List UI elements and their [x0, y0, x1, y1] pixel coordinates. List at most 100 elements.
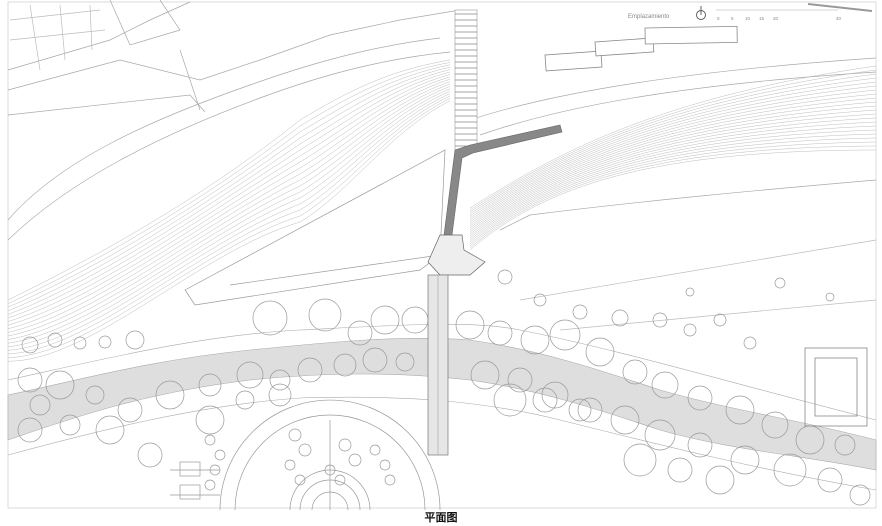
tree-canopy	[834, 434, 856, 456]
tree-canopy	[622, 359, 648, 385]
tree-canopy	[773, 453, 807, 487]
contour-line	[7, 88, 451, 344]
contour-line	[469, 93, 877, 223]
tree-canopy	[667, 457, 693, 483]
scale-tick-label: 15	[759, 16, 765, 21]
tree-canopy	[204, 434, 216, 446]
contour-line	[469, 89, 877, 221]
tree-canopy	[493, 383, 527, 417]
contour-line	[469, 81, 877, 217]
drawing-caption: 平面图	[424, 512, 458, 524]
contour-line	[7, 69, 451, 315]
contour-line	[469, 133, 877, 243]
tree-canopy	[549, 319, 581, 351]
tree-canopy	[652, 312, 668, 328]
tree-canopy	[17, 367, 43, 393]
contour-line	[469, 109, 877, 231]
tree-canopy	[198, 373, 222, 397]
scale-tick-label: 0	[717, 16, 720, 21]
contour-line	[469, 117, 877, 235]
circular-garden	[170, 399, 441, 510]
tree-canopy	[125, 330, 145, 350]
tree-canopy	[623, 443, 657, 477]
tree-canopy	[507, 367, 533, 393]
tree-canopy	[725, 395, 755, 425]
tree-canopy	[85, 385, 105, 405]
contour-line	[7, 59, 451, 301]
tree-canopy	[743, 336, 757, 350]
tree-canopy	[268, 383, 292, 407]
tree-canopy	[308, 298, 342, 332]
tree-canopy	[683, 323, 697, 337]
tree-canopy	[117, 397, 143, 423]
tree-canopy	[45, 370, 75, 400]
contour-line	[469, 85, 877, 219]
road-curve	[7, 37, 441, 221]
tree-canopy	[59, 414, 81, 436]
contour-line	[469, 105, 877, 229]
bridge	[427, 124, 563, 456]
tree-canopy	[541, 381, 569, 409]
tree-canopy	[585, 337, 615, 367]
trees	[17, 269, 871, 506]
drawing-frame	[7, 1, 877, 509]
tree-canopy	[324, 464, 336, 476]
tree-canopy	[379, 459, 391, 471]
tree-canopy	[98, 335, 112, 349]
tree-canopy	[687, 385, 713, 411]
tree-canopy	[651, 371, 679, 399]
tree-canopy	[455, 310, 485, 340]
tree-canopy	[269, 369, 291, 391]
tree-canopy	[155, 380, 185, 410]
tree-canopy	[687, 432, 713, 458]
buildings-north	[544, 25, 738, 72]
contour-line	[469, 141, 877, 247]
contour-line	[469, 129, 877, 241]
contour-line	[7, 83, 451, 337]
contour-line	[7, 95, 451, 355]
tree-canopy	[520, 325, 550, 355]
tree-canopy	[713, 313, 727, 327]
tree-canopy	[298, 443, 312, 457]
tree-canopy	[235, 390, 255, 410]
tree-canopy	[334, 474, 346, 486]
tree-canopy	[347, 320, 373, 346]
tree-canopy	[47, 332, 63, 348]
contour-line	[7, 62, 451, 304]
tree-canopy	[252, 300, 288, 336]
tree-canopy	[214, 449, 226, 461]
tree-canopy	[730, 445, 760, 475]
tree-canopy	[487, 320, 513, 346]
contour-line	[7, 98, 451, 358]
tree-canopy	[236, 361, 264, 389]
contour-line	[7, 81, 451, 333]
tree-canopy	[533, 293, 547, 307]
tree-canopy	[370, 305, 400, 335]
contour-line	[469, 137, 877, 245]
contour-line	[469, 125, 877, 239]
tree-canopy	[17, 417, 43, 443]
tree-canopy	[577, 397, 603, 423]
tree-canopy	[288, 428, 302, 442]
contour-lines-west	[7, 59, 451, 362]
tree-canopy	[384, 474, 396, 486]
tree-canopy	[362, 347, 388, 373]
tree-canopy	[685, 287, 695, 297]
tree-canopy	[369, 444, 381, 456]
contour-line	[469, 149, 877, 251]
tree-canopy	[610, 405, 640, 435]
tree-canopy	[497, 269, 513, 285]
scale-tick-label: 20	[773, 16, 779, 21]
tree-canopy	[137, 442, 163, 468]
tree-canopy	[395, 352, 415, 372]
tree-canopy	[532, 387, 558, 413]
tree-canopy	[73, 336, 87, 350]
tree-canopy	[29, 394, 51, 416]
contour-line	[469, 101, 877, 227]
tree-canopy	[209, 464, 221, 476]
tree-canopy	[817, 467, 843, 493]
contour-line	[469, 145, 877, 249]
tree-canopy	[470, 360, 500, 390]
